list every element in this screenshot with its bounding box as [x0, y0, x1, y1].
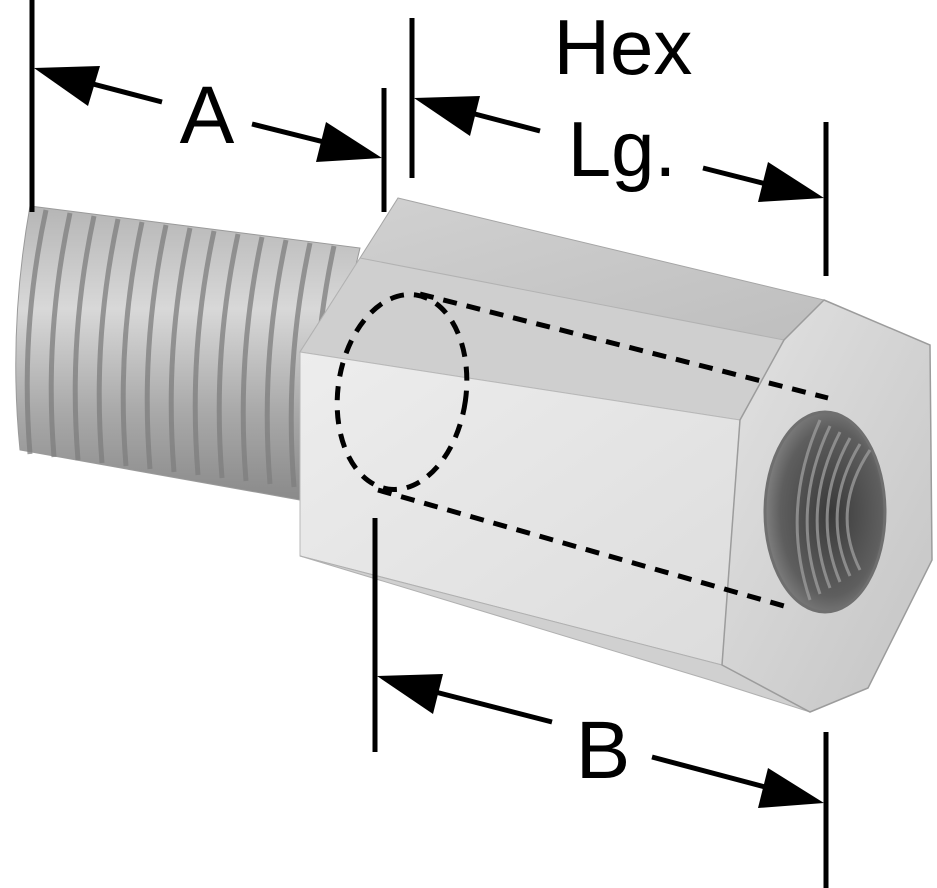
thread-ridge — [288, 242, 313, 488]
thread-ridge — [264, 239, 289, 485]
thread-ridge — [216, 233, 241, 479]
hidden-bore-end — [334, 292, 470, 492]
bore-thread-ridge — [805, 425, 832, 595]
arrowhead-a-right — [316, 122, 382, 162]
thread-ridge — [72, 215, 97, 461]
hidden-bore-outline — [334, 291, 829, 609]
arrowhead-b-right — [758, 768, 824, 808]
dimension-label-lg: Lg. — [568, 105, 676, 193]
bore-thread-ridge — [825, 437, 852, 583]
arrowhead-hex-left — [414, 96, 480, 136]
thread-ridge — [144, 224, 169, 470]
hex-body — [299, 197, 933, 713]
thread-ridge — [96, 218, 121, 464]
thread-ridge — [24, 209, 49, 455]
dimension-label-a: A — [180, 70, 235, 161]
stud-threads — [24, 209, 337, 491]
arrowhead-a-left — [34, 66, 100, 106]
threaded-bore — [763, 410, 887, 614]
arrowhead-b-left — [377, 674, 443, 714]
dimension-label-hex: Hex — [554, 3, 693, 91]
arrowhead-hex-right — [758, 162, 824, 202]
thread-ridge — [168, 227, 193, 473]
dimension-arrowheads — [34, 66, 824, 808]
bore-thread-ridge — [815, 431, 842, 589]
thread-ridge — [240, 236, 265, 482]
thread-ridge — [48, 212, 73, 458]
bore-thread-ridge — [795, 419, 822, 601]
thread-ridge — [120, 221, 145, 467]
thread-ridge — [192, 230, 217, 476]
bore-thread-ridge — [845, 449, 872, 571]
dimension-label-b: B — [576, 705, 631, 796]
dim-b-line-right — [651, 754, 785, 795]
dimension-labels: A Hex Lg. B — [180, 3, 693, 796]
threaded-stud — [15, 205, 361, 501]
bore-thread-ridge — [835, 443, 862, 577]
bore-threads — [795, 419, 872, 601]
